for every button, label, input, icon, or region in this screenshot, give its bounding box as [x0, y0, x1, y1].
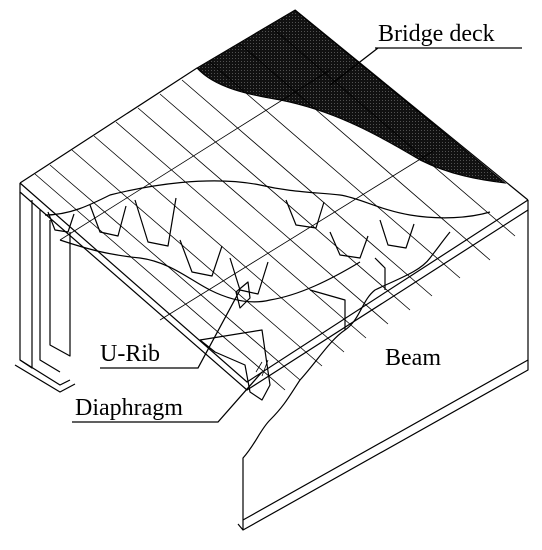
left-column: [14, 192, 76, 393]
diaphragm-leader: [72, 371, 263, 423]
cutaway-edge: [44, 180, 491, 219]
u-rib-leader: [100, 289, 241, 369]
diaphragm-label: Diaphragm: [75, 395, 183, 421]
bridge-deck-leader: [329, 47, 522, 86]
cross-beam: [309, 257, 386, 330]
lower-cut-edge: [59, 239, 361, 303]
beam-flange: [237, 360, 529, 531]
diaphragm-plate: [199, 329, 271, 401]
u-rib-label: U-Rib: [100, 341, 160, 367]
u-ribs: [47, 197, 415, 295]
pavement-layer: [196, 9, 507, 184]
bridge-deck-label: Bridge deck: [378, 21, 495, 47]
beam-web: [242, 210, 529, 521]
beam-label: Beam: [385, 345, 441, 371]
transverse-lines: [59, 69, 436, 321]
